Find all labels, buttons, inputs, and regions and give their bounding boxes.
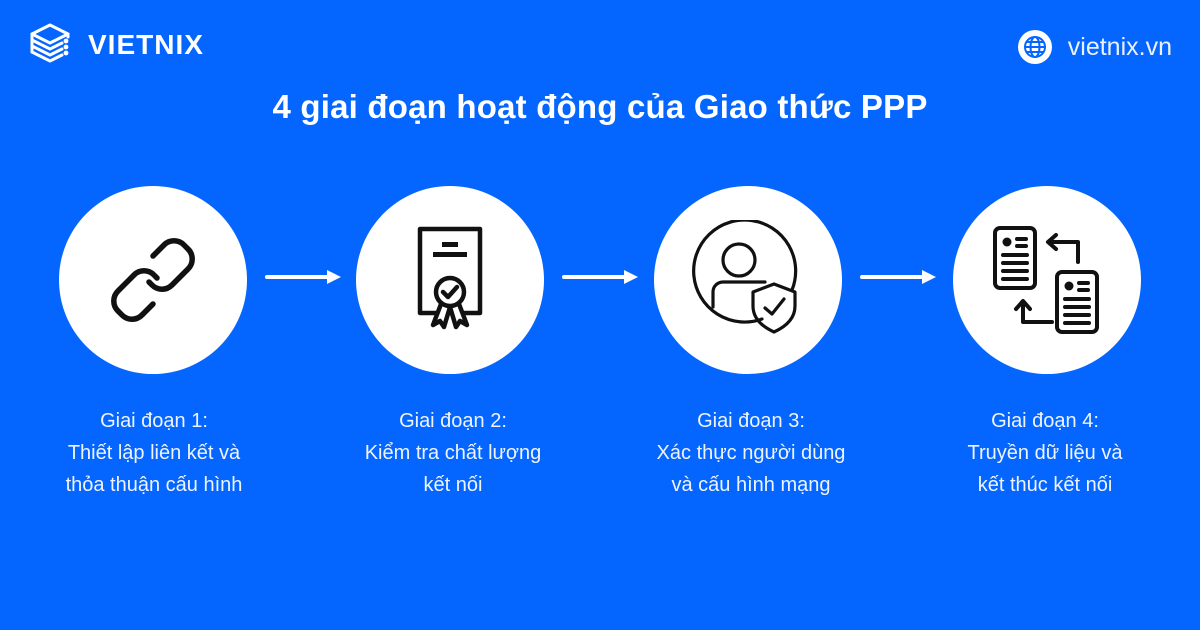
step-1-circle (59, 186, 247, 374)
step-1-caption: Giai đoạn 1: Thiết lập liên kết và thỏa … (24, 405, 284, 501)
server-stack-icon (30, 23, 70, 63)
globe-icon (1017, 30, 1052, 64)
step-3-caption: Giai đoạn 3: Xác thực người dùng và cấu … (621, 405, 881, 501)
arrow-right-icon (562, 270, 638, 284)
step-4-circle (953, 186, 1141, 374)
brand-logo: VIETNIX (28, 22, 204, 68)
chain-link-icon (111, 238, 195, 322)
arrow-right-icon (265, 270, 341, 284)
step-4-label: Giai đoạn 4: (991, 410, 1099, 432)
website-url: vietnix.vn (1067, 32, 1172, 61)
step-4-line1: Truyền dữ liệu và (967, 442, 1123, 464)
step-3-circle (654, 186, 842, 374)
step-3-line2: và cấu hình mạng (671, 474, 831, 496)
step-1-line1: Thiết lập liên kết và (67, 442, 241, 464)
step-2-label: Giai đoạn 2: (399, 410, 507, 432)
step-2-line1: Kiểm tra chất lượng (364, 442, 542, 464)
step-3-label: Giai đoạn 3: (697, 410, 805, 432)
certificate-icon (417, 226, 483, 330)
brand-name: VIETNIX (88, 29, 204, 60)
user-shield-icon (692, 220, 798, 334)
step-1-label: Giai đoạn 1: (100, 410, 208, 432)
step-2-circle (356, 186, 544, 374)
page-title: 4 giai đoạn hoạt động của Giao thức PPP (272, 88, 928, 125)
step-4-caption: Giai đoạn 4: Truyền dữ liệu và kết thúc … (915, 405, 1175, 501)
document-exchange-icon (993, 226, 1099, 334)
step-2-caption: Giai đoạn 2: Kiểm tra chất lượng kết nối (323, 405, 583, 501)
step-3-line1: Xác thực người dùng (656, 442, 846, 464)
step-1-line2: thỏa thuận cấu hình (65, 474, 243, 496)
step-4-line2: kết thúc kết nối (977, 474, 1113, 496)
website-badge: vietnix.vn (1017, 30, 1172, 64)
step-2-line2: kết nối (423, 474, 483, 496)
arrow-right-icon (860, 270, 936, 284)
